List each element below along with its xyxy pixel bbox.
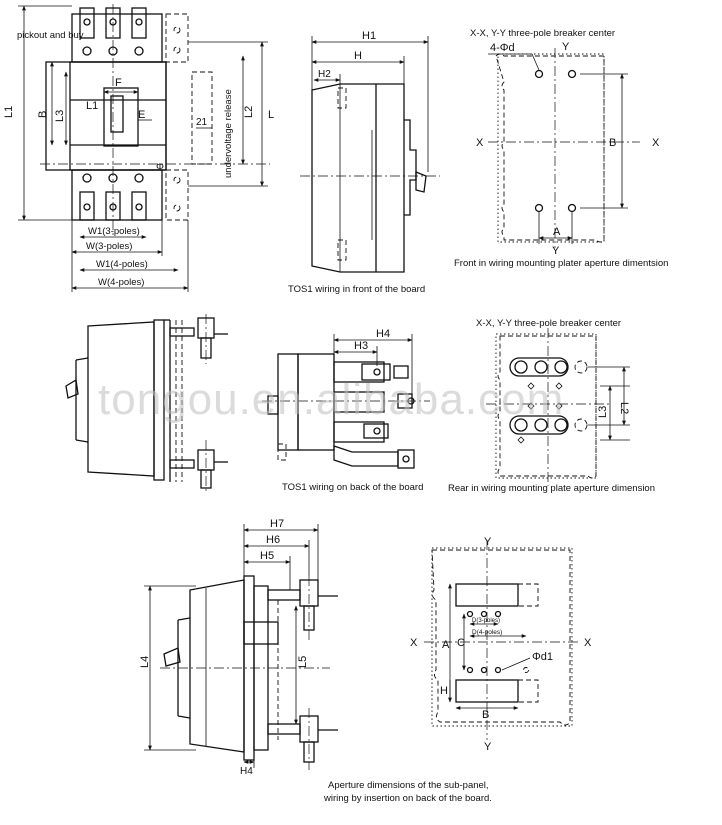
bolt-icon [197,449,228,489]
dim-H4: H4 [240,766,253,777]
dim-W-3poles: W(3-poles) [86,241,132,252]
dim-L1: L1 [3,106,15,118]
bolt-icon [299,715,338,763]
watermark: tongou.en.alibaba.com [98,375,564,424]
caption-back-wiring: TOS1 wiring on back of the board [282,482,423,493]
dim-C: C [457,637,465,649]
dim-A: A [553,226,561,238]
title-rear-plate: X-X, Y-Y three-pole breaker center [476,318,621,329]
rear-mounting-plate-diagram: X-X, Y-Y three-pole breaker center L3 L2… [448,318,655,494]
dim-H7: H7 [270,518,284,530]
dim-phi-d1: Φd1 [532,651,553,663]
front-mounting-plate-diagram: X-X, Y-Y three-pole breaker center 4-Φd … [454,28,668,269]
hole-label: 4-Φd [490,42,515,54]
dim-W-4poles: W(4-poles) [98,277,144,288]
undervoltage-label: undervoltage release [223,89,234,178]
dim-L3: L3 [54,110,66,122]
caption-front-wiring: TOS1 wiring in front of the board [288,284,425,295]
dim-A: A [442,639,450,651]
axis-x-right: X [584,637,592,649]
caption-line-1: Aperture dimensions of the sub-panel, [328,780,489,791]
dim-B: B [482,709,489,721]
dim-L2: L2 [618,402,630,414]
dim-H4: H4 [376,328,390,340]
dim-H5: H5 [260,550,274,562]
front-view-drawing: pickout and buy L1 B L3 F L1 E 21 underv… [3,4,274,292]
dim-L1-inner: L1 [86,100,98,112]
axis-y-top: Y [562,41,570,53]
dim-B: B [37,111,49,118]
dim-L2: L2 [243,106,255,118]
screw-terminal-icon [71,7,163,63]
axis-x-left: X [410,637,418,649]
title-front-plate: X-X, Y-Y three-pole breaker center [470,28,615,39]
caption-rear-plate: Rear in wiring mounting plate aperture d… [448,483,655,494]
dim-L: L [268,109,274,121]
side-view-front-wiring: H1 H H2 TOS1 wiring in front of the boar… [288,30,440,295]
dim-H3: H3 [354,340,368,352]
dim-W1-4poles: W1(4-poles) [96,259,148,270]
caption-front-plate: Front in wiring mounting plater aperture… [454,258,668,269]
dim-W1-3poles: W1(3-poles) [88,226,140,237]
dim-21: 21 [196,117,208,128]
dim-B: B [609,137,616,149]
bolt-icon [299,579,338,631]
caption-line-2: wiring by insertion on back of the board… [323,793,492,804]
dim-D-4poles: D(4-poles) [472,629,502,636]
axis-y-top: Y [484,536,492,548]
axis-x-right: X [652,137,660,149]
bolt-icon [197,317,228,359]
dim-D-3poles: D(3-poles) [472,618,500,624]
dim-E: E [138,109,145,121]
dim-phi: Φ [156,162,164,173]
screw-terminal-icon [71,169,163,221]
dim-H6: H6 [266,534,280,546]
dim-L4: L4 [139,656,151,668]
handle-icon [415,171,427,193]
pickout-label: pickout and buy [17,30,84,41]
dim-H2: H2 [318,69,331,80]
axis-y-bottom: Y [484,741,492,753]
dim-F: F [115,77,122,89]
side-view-back-mounting [65,314,228,492]
dim-L3: L3 [597,406,609,418]
side-view-sub-panel: H7 H6 H5 L4 L5 H4 [139,518,338,777]
dim-H: H [354,50,362,62]
side-view-back-wiring: H4 H3 TOS1 wiring on back of the board [262,328,430,493]
axis-y-bottom: Y [552,245,560,257]
axis-x-left: X [476,137,484,149]
dim-L5: L5 [297,656,309,668]
dim-H1: H1 [362,30,376,42]
dim-H: H [440,685,448,697]
sub-panel-aperture-diagram: Y Y X X A C H B Φd1 D(3-poles) D(4-poles… [323,536,592,804]
